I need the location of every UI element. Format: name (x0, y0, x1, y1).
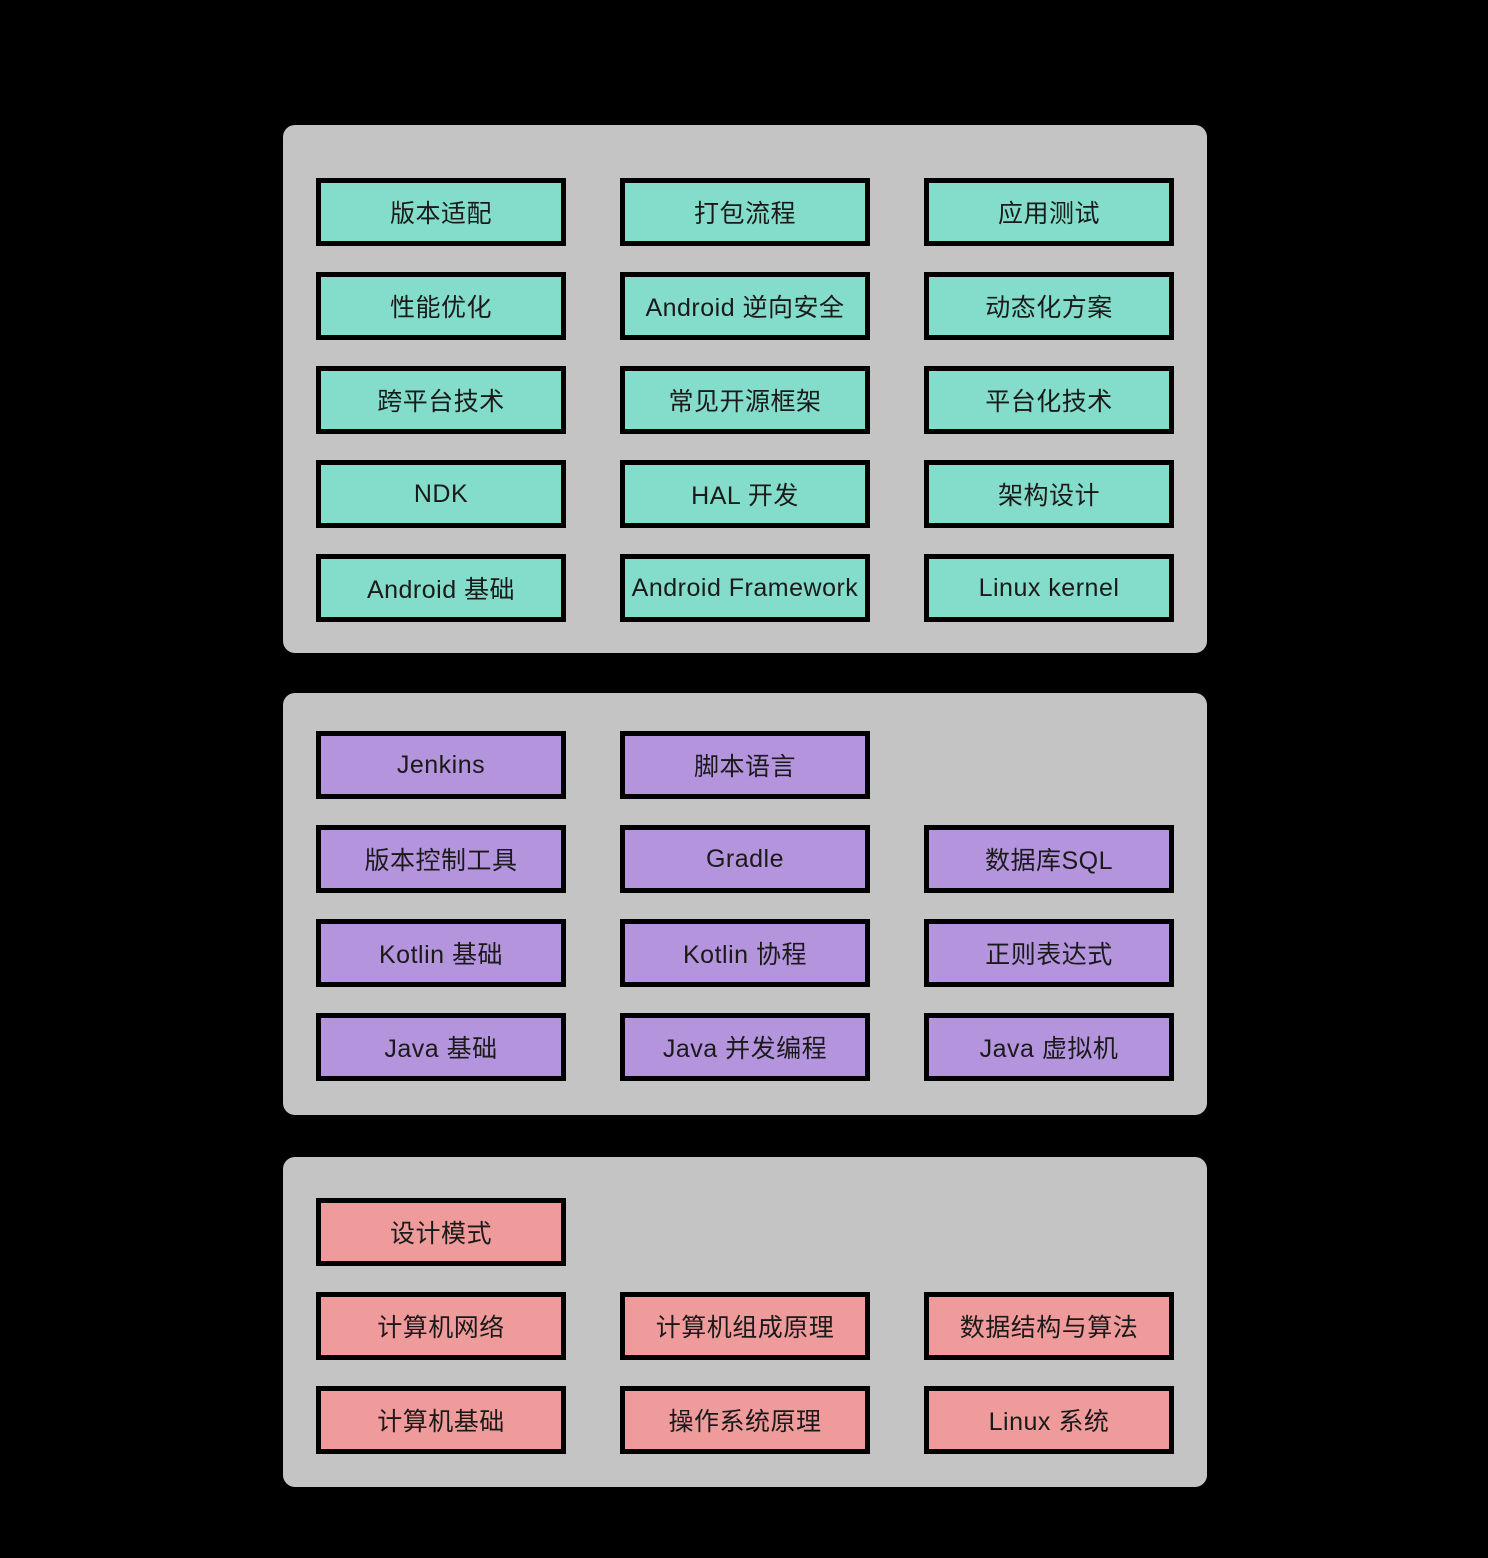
topic-box: 数据库SQL (924, 825, 1174, 893)
topic-box: 脚本语言 (620, 731, 870, 799)
topic-box: 设计模式 (316, 1198, 566, 1266)
topic-box: Android 基础 (316, 554, 566, 622)
topic-box: 打包流程 (620, 178, 870, 246)
topic-box: 动态化方案 (924, 272, 1174, 340)
topic-box: Android 逆向安全 (620, 272, 870, 340)
topic-box: 应用测试 (924, 178, 1174, 246)
topic-box: 性能优化 (316, 272, 566, 340)
topic-box: 版本适配 (316, 178, 566, 246)
topic-box: 跨平台技术 (316, 366, 566, 434)
topic-box: Kotlin 基础 (316, 919, 566, 987)
topic-box: 操作系统原理 (620, 1386, 870, 1454)
topic-box: 正则表达式 (924, 919, 1174, 987)
topic-box: Java 基础 (316, 1013, 566, 1081)
topic-box: 架构设计 (924, 460, 1174, 528)
topic-box: 计算机基础 (316, 1386, 566, 1454)
topic-box: 数据结构与算法 (924, 1292, 1174, 1360)
topic-box: 平台化技术 (924, 366, 1174, 434)
topic-box: Java 并发编程 (620, 1013, 870, 1081)
topic-box: Linux 系统 (924, 1386, 1174, 1454)
topic-box: 计算机组成原理 (620, 1292, 870, 1360)
topic-box: Linux kernel (924, 554, 1174, 622)
topic-box: Gradle (620, 825, 870, 893)
topic-box: 计算机网络 (316, 1292, 566, 1360)
topic-box: 版本控制工具 (316, 825, 566, 893)
topic-box: NDK (316, 460, 566, 528)
topic-box: HAL 开发 (620, 460, 870, 528)
topic-box: Java 虚拟机 (924, 1013, 1174, 1081)
topic-box: 常见开源框架 (620, 366, 870, 434)
panel-languages-and-tools: Jenkins 脚本语言版本控制工具 Gradle 数据库SQL Kotlin 基础 Ko… (283, 693, 1207, 1115)
topic-box: Android Framework (620, 554, 870, 622)
topic-box: Jenkins (316, 731, 566, 799)
topic-box: Kotlin 协程 (620, 919, 870, 987)
panel-cs-foundation: 设计模式计算机网络计算机组成原理数据结构与算法计算机基础操作系统原理 Linux … (283, 1157, 1207, 1487)
panel-android-advanced: 版本适配打包流程应用测试性能优化 Android 逆向安全动态化方案跨平台技术常见… (283, 125, 1207, 653)
